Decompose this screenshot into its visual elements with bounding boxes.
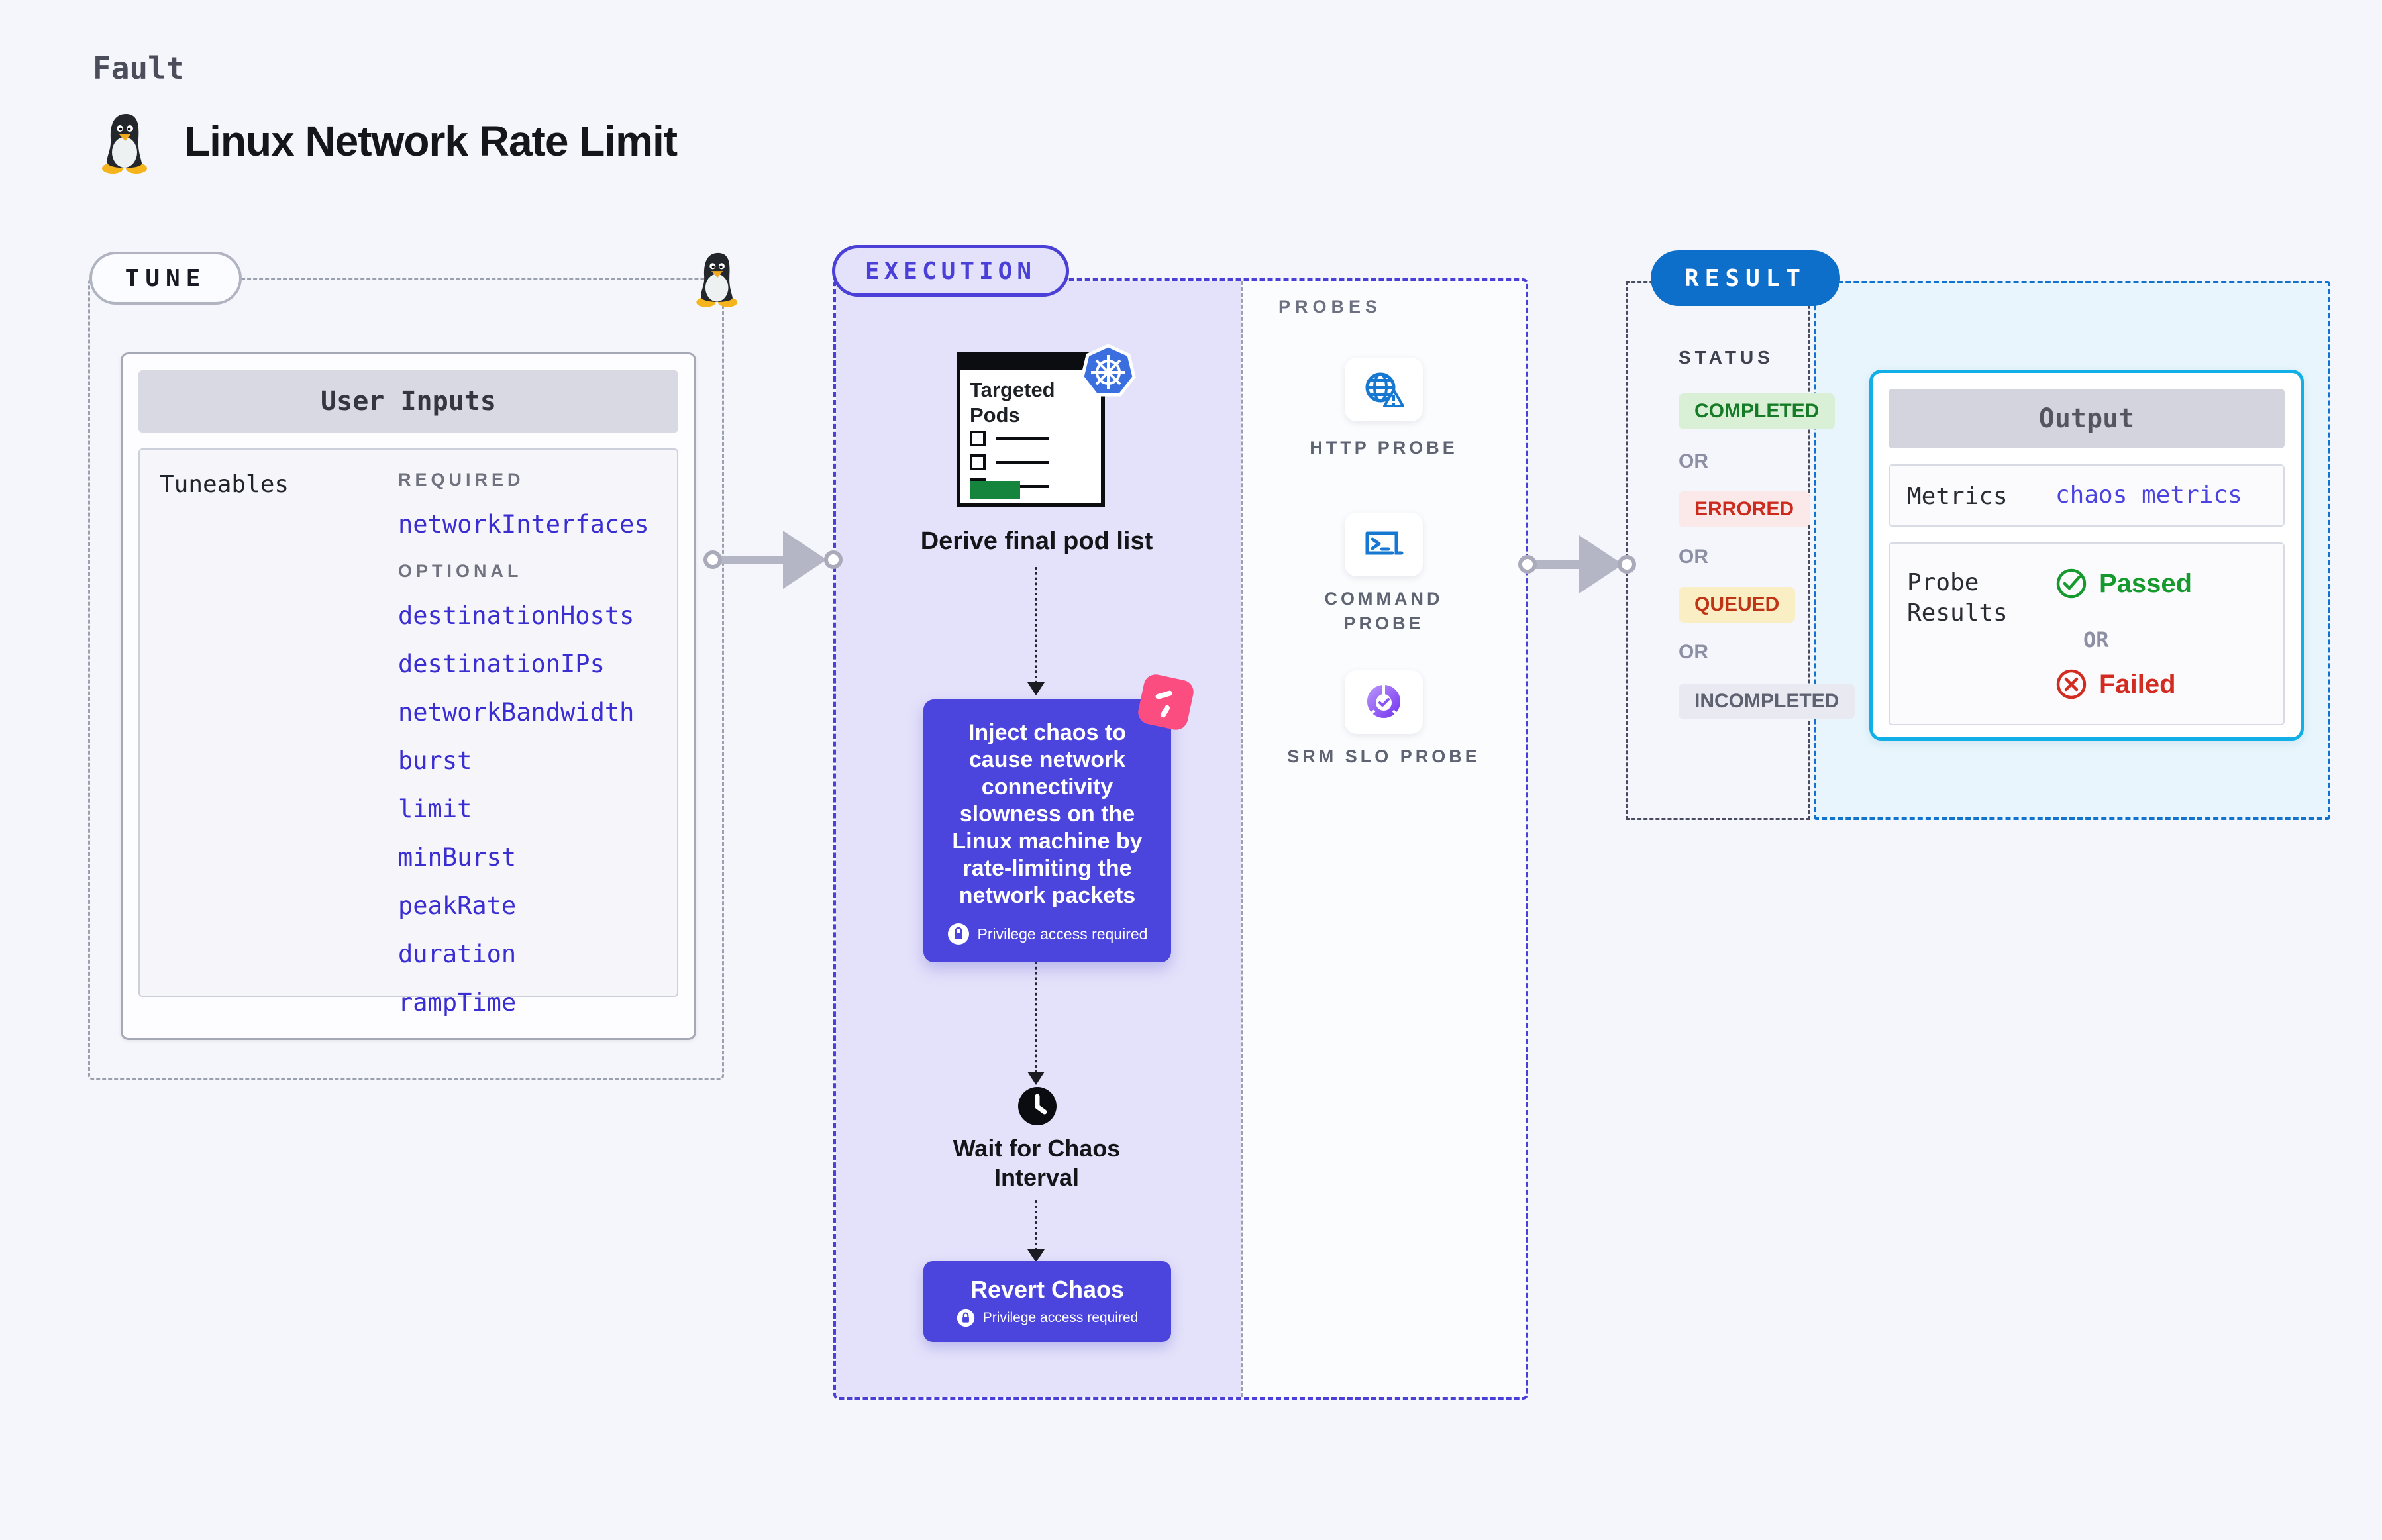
result-section-pill: RESULT: [1651, 250, 1840, 306]
slo-donut-icon: [1366, 684, 1402, 719]
probes-label: PROBES: [1278, 297, 1382, 317]
x-circle-icon: [2056, 669, 2087, 699]
fault-kicker: Fault: [93, 50, 185, 86]
flow-arrow-tune-execution: [721, 556, 787, 564]
optional-label: OPTIONAL: [398, 561, 523, 581]
lock-icon: [947, 923, 969, 945]
http-probe-card: [1345, 358, 1423, 421]
or-separator: OR: [1679, 546, 1708, 568]
probes-area: [1241, 281, 1526, 1397]
pod-progress-bar: [970, 481, 1020, 499]
derive-pod-list-label: Derive final pod list: [920, 527, 1153, 555]
flow-dotted-arrow: [1035, 567, 1037, 684]
failed-result: Failed: [2055, 668, 2176, 700]
srm-slo-probe-card: [1345, 670, 1423, 734]
inject-chaos-text: Inject chaos to cause network connectivi…: [952, 720, 1143, 908]
flow-arrow-execution-result: [1535, 560, 1583, 569]
lock-icon: [957, 1309, 974, 1327]
tune-section-box: [88, 278, 724, 1080]
user-inputs-title: User Inputs: [138, 370, 678, 433]
metrics-row: Metrics chaos metrics: [1889, 464, 2285, 527]
flow-arrowhead: [783, 531, 827, 589]
flow-arrowhead: [1579, 535, 1623, 593]
tuneable-item[interactable]: rampTime: [398, 988, 517, 1017]
tuneable-item[interactable]: limit: [398, 795, 472, 823]
connector-dot: [824, 550, 843, 569]
tune-section-pill: TUNE: [89, 252, 242, 305]
probe-results-row: Probe Results Passed OR Failed: [1889, 542, 2285, 725]
flow-dotted-arrowhead: [1027, 1072, 1045, 1085]
privilege-note: Privilege access required: [982, 1310, 1139, 1325]
pod-list-row: [970, 431, 1049, 446]
connector-dot: [1518, 555, 1537, 574]
tuneable-item[interactable]: peakRate: [398, 892, 517, 920]
globe-alert-icon: [1365, 372, 1404, 407]
tuneables-list: REQUIRED networkInterfaces OPTIONAL dest…: [398, 470, 649, 1037]
kubernetes-icon: [1080, 344, 1136, 397]
tuneable-item[interactable]: networkInterfaces: [398, 510, 649, 539]
probe-results-label: Probe Results: [1907, 569, 2008, 627]
tuneable-item[interactable]: destinationHosts: [398, 601, 635, 630]
output-card: Output Metrics chaos metrics Probe Resul…: [1869, 370, 2304, 741]
status-badge-queued: QUEUED: [1679, 587, 1796, 623]
tuneables-label: Tuneables: [160, 471, 289, 498]
status-label: STATUS: [1679, 347, 1774, 368]
required-label: REQUIRED: [398, 470, 525, 489]
clipboard-topbar: [957, 352, 1105, 370]
or-separator: OR: [1679, 450, 1708, 472]
failed-label: Failed: [2099, 669, 2176, 699]
privilege-row: Privilege access required: [935, 923, 1159, 945]
revert-chaos-label: Revert Chaos: [970, 1276, 1125, 1303]
linux-tux-icon: [102, 114, 147, 174]
user-inputs-card: User Inputs Tuneables REQUIRED networkIn…: [121, 352, 696, 1040]
status-badge-completed: COMPLETED: [1679, 393, 1836, 429]
command-probe-card: [1345, 513, 1423, 576]
tuneables-panel: Tuneables REQUIRED networkInterfaces OPT…: [138, 448, 678, 1017]
clock-icon: [1018, 1087, 1057, 1125]
terminal-icon: [1365, 531, 1404, 555]
http-probe-label: HTTP PROBE: [1310, 438, 1458, 458]
command-probe-label: COMMAND PROBE: [1324, 589, 1443, 633]
passed-label: Passed: [2099, 568, 2193, 598]
flow-dotted-arrowhead: [1027, 682, 1045, 695]
srm-slo-probe-label: SRM SLO PROBE: [1287, 746, 1480, 766]
connector-dot: [1618, 555, 1636, 574]
flow-dotted-arrowhead: [1027, 1249, 1045, 1262]
inject-chaos-step: Inject chaos to cause network connectivi…: [923, 699, 1171, 962]
output-title: Output: [1889, 389, 2285, 448]
tuneable-item[interactable]: networkBandwidth: [398, 698, 635, 727]
connector-dot: [703, 550, 722, 569]
chaos-icon: [1135, 672, 1196, 733]
page-title: Linux Network Rate Limit: [184, 117, 678, 165]
or-separator: OR: [2083, 627, 2109, 652]
metrics-label: Metrics: [1907, 483, 2008, 510]
pod-list-row: [970, 454, 1049, 470]
tuneable-item[interactable]: burst: [398, 746, 472, 775]
check-circle-icon: [2056, 568, 2087, 599]
passed-result: Passed: [2055, 568, 2192, 599]
flow-dotted-arrow: [1035, 962, 1037, 1073]
wait-chaos-label: Wait for Chaos Interval: [953, 1135, 1121, 1191]
tuneable-item[interactable]: destinationIPs: [398, 650, 605, 678]
flow-dotted-arrow: [1035, 1200, 1037, 1251]
revert-chaos-step: Revert Chaos Privilege access required: [923, 1261, 1171, 1342]
privilege-note: Privilege access required: [977, 925, 1148, 943]
privilege-row: Privilege access required: [957, 1309, 1139, 1327]
targeted-pods-card: Targeted Pods: [957, 352, 1105, 507]
execution-section-pill: EXECUTION: [832, 245, 1069, 297]
status-badge-incompleted: INCOMPLETED: [1679, 684, 1855, 719]
metrics-value[interactable]: chaos metrics: [2055, 482, 2242, 509]
tuneable-item[interactable]: duration: [398, 940, 517, 968]
targeted-pods-title: Targeted Pods: [970, 378, 1055, 427]
tuneable-item[interactable]: minBurst: [398, 843, 517, 872]
status-badge-errored: ERRORED: [1679, 491, 1810, 527]
or-separator: OR: [1679, 641, 1708, 663]
linux-tux-small-icon: [696, 252, 738, 307]
execution-section-box: [833, 278, 1528, 1400]
